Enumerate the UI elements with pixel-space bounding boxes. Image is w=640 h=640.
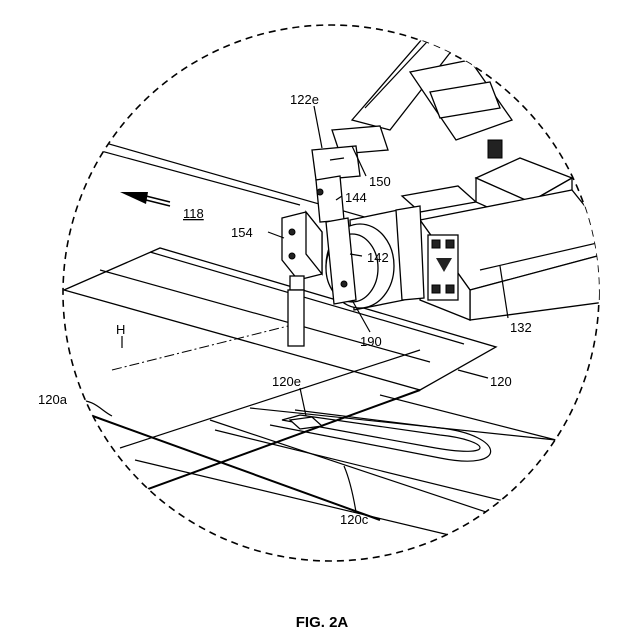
label-118: 118 [183,206,204,221]
label-122e: 122e [290,92,319,107]
sheet-120a [90,350,556,540]
label-120e: 120e [272,374,301,389]
label-H: H [116,322,125,337]
label-144: 144 [345,190,367,205]
gantry-arm [332,28,512,158]
label-190: 190 [360,334,382,349]
label-120: 120 [490,374,512,389]
label-142: 142 [367,250,389,265]
cut-loop-120c [270,410,491,461]
figure-caption: FIG. 2A [296,614,349,631]
direction-arrow-icon [120,192,170,206]
extrusion-beam-132 [420,190,620,320]
label-150: 150 [369,174,391,189]
label-120c: 120c [340,512,369,527]
label-154: 154 [231,225,253,240]
label-132: 132 [510,320,532,335]
label-120a: 120a [38,392,68,407]
